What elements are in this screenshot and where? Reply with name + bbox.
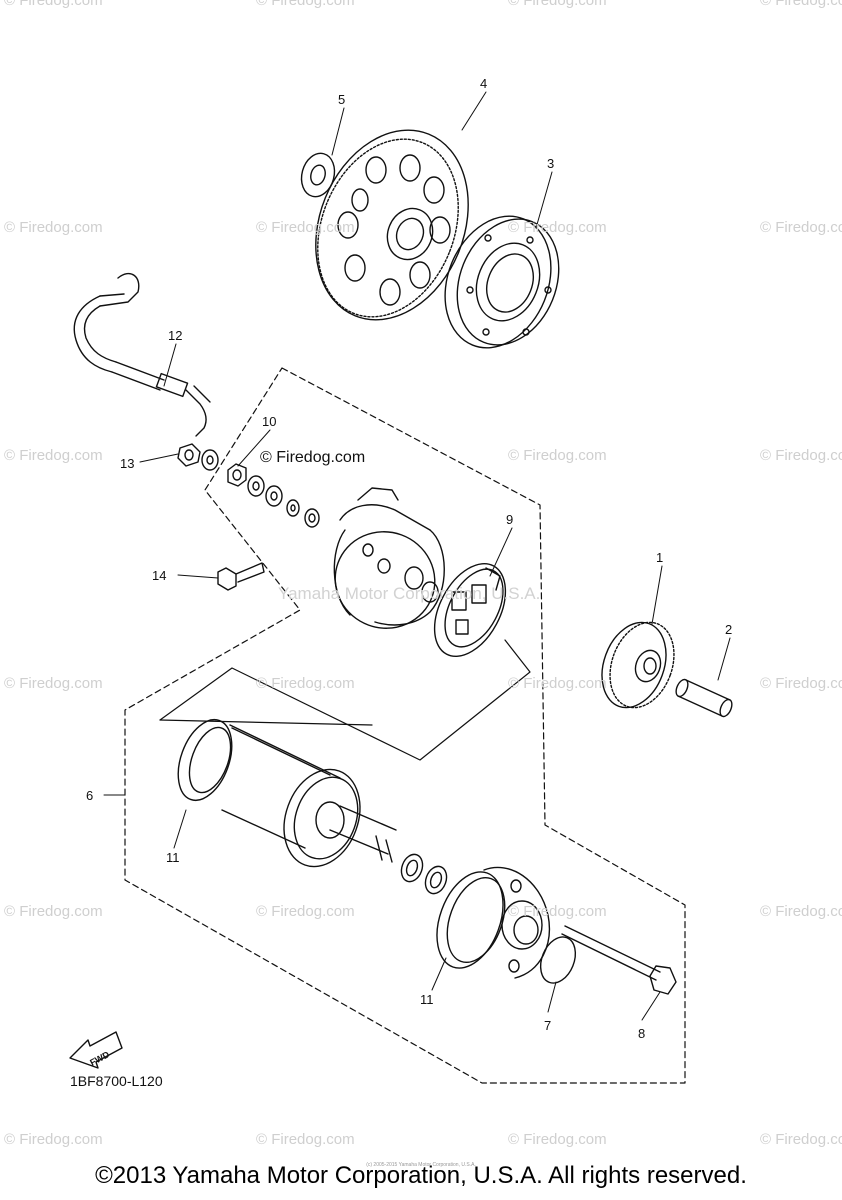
callout-10: 10 (262, 414, 276, 429)
callout-11-b: 11 (420, 992, 434, 1007)
callout-13: 13 (120, 456, 134, 471)
watermark: © Firedog.com (508, 675, 607, 692)
watermark: © Firedog.com (508, 903, 607, 920)
callout-11-a: 11 (166, 850, 180, 865)
fwd-arrow-icon (69, 1031, 123, 1069)
callout-5: 5 (338, 92, 345, 107)
yamaha-overlay-watermark: Yamaha Motor Corporation, U.S.A. (278, 584, 541, 603)
watermark: © Firedog.com (4, 447, 103, 464)
part-9-brush-holder (433, 562, 507, 658)
watermark: © Firedog.com (4, 675, 103, 692)
callout-8: 8 (638, 1026, 645, 1041)
watermark: © Firedog.com (256, 903, 355, 920)
fwd-label: FWD (88, 1049, 111, 1068)
watermark: © Firedog.com (508, 219, 607, 236)
part-14-bolt (217, 562, 265, 591)
callout-6: 6 (86, 788, 93, 803)
part-3-clutch (444, 215, 560, 349)
watermark: © Firedog.com (4, 0, 103, 9)
part-13-nut (177, 443, 201, 467)
watermark: © Firedog.com (4, 903, 103, 920)
assembly-outline-solid (159, 639, 531, 761)
tiny-notice: (c) 2005-2015 Yamaha Motor Corporation, … (366, 1162, 476, 1168)
part-5-washer (300, 152, 336, 198)
copyright-footer: ©2013 Yamaha Motor Corporation, U.S.A. A… (95, 1162, 747, 1189)
callout-numbers: 1 2 3 4 5 6 7 8 9 10 11 11 12 13 14 FWD (86, 76, 732, 1068)
armature-washers (400, 853, 448, 895)
watermark: © Firedog.com (508, 447, 607, 464)
part-12-starter-cable (73, 273, 219, 471)
watermark: © Firedog.com (4, 219, 103, 236)
part-code: 1BF8700-L120 (70, 1073, 163, 1089)
part-4-starter-gear (315, 129, 469, 321)
part-8-long-bolt (561, 925, 677, 995)
callout-3: 3 (547, 156, 554, 171)
watermark: © Firedog.com (508, 1131, 607, 1148)
watermark: © Firedog.com (256, 675, 355, 692)
part-7-o-ring (539, 936, 577, 984)
callout-14: 14 (152, 568, 166, 583)
watermark: © Firedog.com (760, 219, 842, 236)
watermark: © Firedog.com (760, 1131, 842, 1148)
callout-9: 9 (506, 512, 513, 527)
watermark: © Firedog.com (760, 903, 842, 920)
watermark: © Firedog.com (256, 0, 355, 9)
part-1-idler-gear (601, 621, 675, 709)
callout-1: 1 (656, 550, 663, 565)
watermark: © Firedog.com (760, 447, 842, 464)
callout-4: 4 (480, 76, 487, 91)
watermark: © Firedog.com (508, 0, 607, 9)
starter-front-cover (436, 866, 550, 979)
watermark: © Firedog.com (760, 675, 842, 692)
part-10-nut-washers (227, 463, 320, 528)
callout-12: 12 (168, 328, 182, 343)
watermark: © Firedog.com (256, 1131, 355, 1148)
watermark: © Firedog.com (256, 219, 355, 236)
callout-2: 2 (725, 622, 732, 637)
part-6-motor-body (177, 718, 397, 868)
watermark: © Firedog.com (760, 0, 842, 9)
watermark: © Firedog.com (4, 1131, 103, 1148)
starter-rear-cover (333, 487, 445, 629)
callout-7: 7 (544, 1018, 551, 1033)
firedog-label: © Firedog.com (260, 449, 366, 466)
leader-lines (103, 91, 731, 1021)
part-2-shaft (675, 678, 733, 718)
assembly-outline (124, 367, 686, 1084)
